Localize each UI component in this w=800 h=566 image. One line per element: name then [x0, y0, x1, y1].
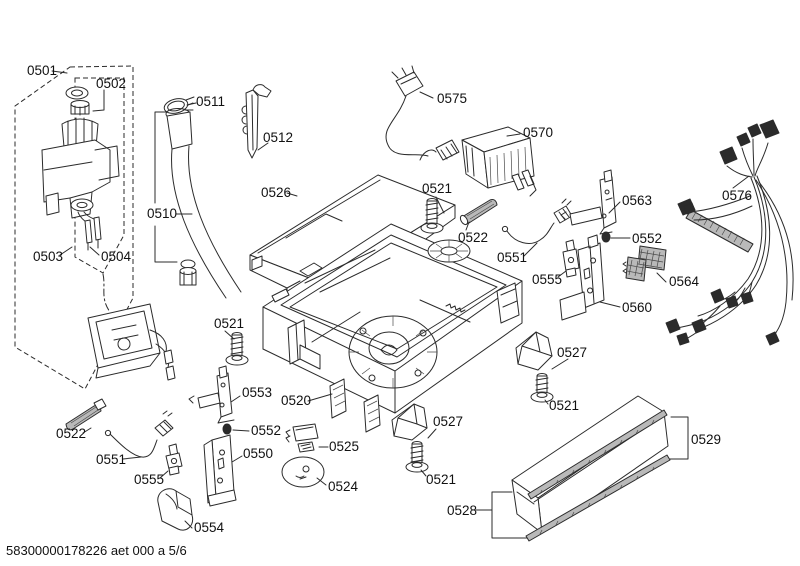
- part-0525-latch: [285, 423, 319, 453]
- part-label-0522-bottom: 0522: [56, 426, 86, 441]
- part-0522-tube-bottom: [65, 398, 107, 431]
- part-label-0550: 0550: [243, 446, 273, 461]
- part-0551-lead-bottom: [104, 410, 174, 458]
- part-0555-latch-right: [562, 239, 580, 278]
- part-0552-clip-left: [222, 423, 232, 435]
- part-0575-power-cord: [385, 65, 460, 161]
- part-0521-screw-left: [225, 332, 249, 366]
- part-0521-screw-top: [420, 198, 444, 234]
- part-0529-strip-upper: [527, 409, 668, 500]
- part-label-0502: 0502: [96, 76, 126, 91]
- part-0521-screw-right: [530, 373, 554, 403]
- part-label-0575: 0575: [437, 91, 467, 106]
- part-label-0552-right: 0552: [632, 231, 662, 246]
- part-label-0510: 0510: [147, 206, 177, 221]
- group-0501-aquastop: [14, 65, 176, 390]
- part-label-0551-bottom: 0551: [96, 452, 126, 467]
- part-0563-bracket: [560, 169, 617, 235]
- document-code: 58300000178226 aet 000 a 5/6: [6, 543, 187, 558]
- part-label-0570: 0570: [523, 125, 553, 140]
- part-label-0555-right: 0555: [532, 272, 562, 287]
- part-0560-bracket: [559, 234, 605, 321]
- part-0520-base-frame: [262, 223, 523, 433]
- part-label-0521-right: 0521: [549, 398, 579, 413]
- part-label-0511: 0511: [196, 94, 225, 109]
- part-0510-inlet-hose: [154, 108, 242, 299]
- part-label-0527-bottom: 0527: [433, 414, 463, 429]
- part-label-0521-left: 0521: [214, 316, 244, 331]
- part-0570-control-module: [461, 126, 537, 197]
- part-label-0564: 0564: [669, 274, 700, 289]
- part-0524-disc: [281, 456, 325, 488]
- part-0512-bracket-strip: [241, 84, 272, 159]
- part-label-0576: 0576: [722, 188, 752, 203]
- part-0564-cable-holder: [622, 245, 667, 282]
- part-label-0520: 0520: [281, 393, 311, 408]
- part-label-0522-top: 0522: [458, 230, 488, 245]
- part-label-0554: 0554: [194, 520, 225, 535]
- part-0551-lead-top: [501, 198, 573, 244]
- part-0529-strip-lower: [525, 454, 671, 542]
- label-mask: [144, 206, 176, 220]
- part-label-0525: 0525: [329, 439, 359, 454]
- part-label-0512: 0512: [263, 130, 293, 145]
- part-0552-clip-right: [601, 231, 611, 243]
- part-label-0563: 0563: [622, 193, 652, 208]
- part-label-0527-right: 0527: [557, 345, 587, 360]
- part-label-0529: 0529: [691, 432, 721, 447]
- part-label-0504: 0504: [101, 249, 132, 264]
- part-label-0553: 0553: [242, 385, 272, 400]
- leader-lines: [51, 70, 750, 539]
- part-0550-bracket: [203, 434, 237, 507]
- part-label-0503: 0503: [33, 249, 63, 264]
- part-label-0552-left: 0552: [251, 423, 281, 438]
- part-0521-screw-bottom: [405, 441, 429, 473]
- part-0527-foot-bottom: [391, 403, 428, 441]
- part-label-0551-top: 0551: [497, 250, 527, 265]
- part-0576-wiring-harness: [665, 119, 794, 346]
- part-label-0528: 0528: [447, 503, 477, 518]
- part-label-0524: 0524: [328, 479, 359, 494]
- part-label-0521-top: 0521: [422, 181, 452, 196]
- part-0522-tube-top: [459, 199, 498, 226]
- part-0528-plinth-panel: [511, 395, 669, 534]
- part-label-0521-bottom: 0521: [426, 472, 456, 487]
- part-0553-bracket: [188, 365, 235, 424]
- part-0527-foot-right: [515, 331, 553, 371]
- part-label-0526: 0526: [261, 185, 291, 200]
- part-label-0501: 0501: [27, 63, 57, 78]
- part-label-0560: 0560: [622, 300, 652, 315]
- part-labels: 0501 0502 0503 0504 0511 0512 0510 0526 …: [27, 63, 752, 535]
- part-0511-hose-clamp: [163, 96, 197, 114]
- part-0554-cover: [157, 488, 194, 531]
- part-label-0555-left: 0555: [134, 472, 164, 487]
- part-0555-latch-left: [165, 443, 183, 476]
